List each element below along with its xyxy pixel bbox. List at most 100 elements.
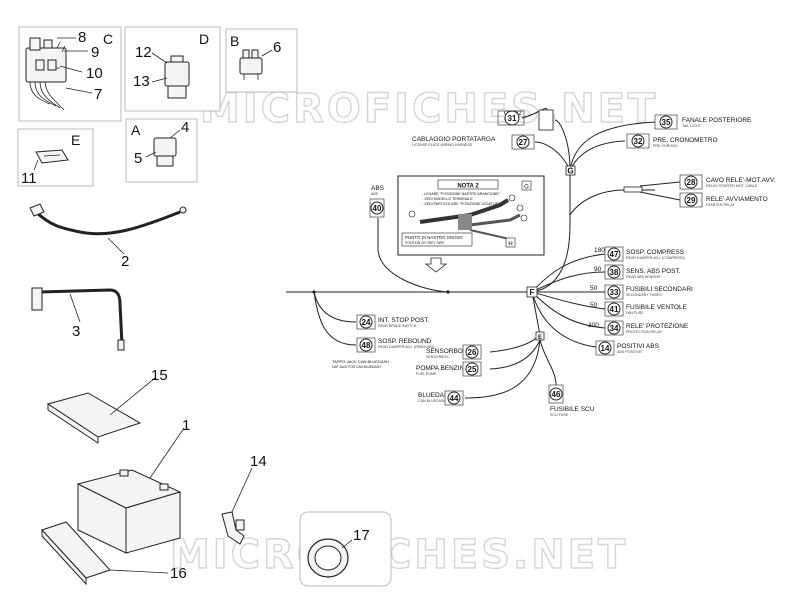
connector-44-sub: CAN BLUEDASH (418, 399, 446, 403)
connector-26-number: 26 (468, 348, 477, 357)
connector-26: SENSORBOX SENSORBOX 26 (426, 344, 482, 360)
connector-29-label: RELE' AVVIAMENTO (706, 196, 768, 203)
note-title: NOTA 2 (457, 184, 479, 190)
box-a: A 4 5 (125, 118, 198, 183)
part-label-14: 14 (250, 453, 267, 470)
connector-47-number: 47 (610, 250, 619, 259)
connector-28-label: CAVO RELE'-MOT.AVV. (706, 177, 776, 184)
part-label-1: 1 (182, 417, 190, 434)
connector-46: 46 FUSIBILE SCU SCU FUSE (548, 384, 595, 417)
connector-44-label: BLUEDASH (418, 392, 453, 399)
box-b-letter: B (230, 33, 239, 49)
note-line-1: - LEGARE "POSIZIONE NASTRO ARANCIONE" (422, 192, 501, 196)
cable-2: 2 (29, 203, 187, 270)
connector-28-sub: RELAY-STARTER MOT. CABLE (706, 184, 758, 188)
connector-27-number: 27 (519, 138, 528, 147)
fuse-illustration (35, 149, 69, 164)
note-h-box: H (508, 242, 512, 248)
watermark-bottom: MICROFICHES.NET (170, 532, 628, 578)
connector-29: 29 RELE' AVVIAMENTO STARTER RELAY (679, 192, 768, 208)
connector-48: 48 SOSP. REBOUND REAR DAMPER ADJ. (REBOU… (356, 337, 434, 353)
part-label-10: 10 (86, 65, 103, 82)
pad-15: 15 (46, 367, 168, 444)
connector-14-label: POSITIVI ABS (617, 343, 660, 350)
node-e: E (538, 335, 542, 341)
connector-a-illustration (153, 137, 177, 167)
connector-46-sub: SCU FUSE (550, 413, 569, 417)
connector-32-number: 32 (634, 137, 643, 146)
connector-25: POMPA BENZINA FUEL PUMP 25 (416, 361, 482, 377)
node-g: G (567, 167, 573, 176)
connector-27-label: CABLAGGIO PORTATARGA (412, 136, 496, 143)
note-tape-sub: POSITION OF GREY TAPE (405, 241, 444, 245)
part-label-13: 13 (133, 73, 150, 90)
down-arrow-icon (424, 257, 448, 273)
length-50b: 50 (590, 302, 598, 309)
fuse-box-illustration (25, 37, 67, 111)
connector-26-sub: SENSORBOX (426, 355, 449, 359)
connector-48-sub: REAR DAMPER ADJ. (REBOUND) (378, 345, 434, 349)
length-90: 90 (594, 266, 602, 273)
connector-41-label: FUSIBILE VENTOLE (626, 304, 688, 311)
connector-35: 35 FANALE POSTERIORE TAIL LIGHT (654, 114, 752, 130)
box-c: C 8 9 10 7 (18, 26, 122, 122)
box-17: 17 (299, 511, 392, 587)
wiring-harness: G F E 180 90 50 50 300 (286, 108, 681, 399)
pad-16: 16 (41, 521, 187, 586)
connector-38: 38 SENS. ABS POST. REAR ABS SENSOR (604, 264, 681, 280)
connector-40-sub: ABS (371, 192, 379, 196)
note-g-box: G (524, 185, 529, 191)
box-c-letter: C (103, 31, 113, 47)
connector-26-label: SENSORBOX (426, 348, 468, 355)
battery-1: 1 (76, 417, 190, 554)
connector-27: CABLAGGIO PORTATARGA LICENSE PLATE WIRIN… (412, 134, 535, 150)
connector-41: 41 FUSIBILE VENTOLE FAN FUSE (604, 301, 688, 317)
part-label-7: 7 (94, 86, 102, 103)
connector-40: ABS ABS 40 (369, 185, 385, 218)
connector-33-number: 33 (610, 288, 619, 297)
part-label-6: 6 (273, 39, 281, 56)
connector-33-label: FUSIBILI SECONDARI (626, 286, 693, 293)
connector-46-number: 46 (552, 390, 561, 399)
connector-28-number: 28 (687, 178, 696, 187)
box-b: B 6 (225, 28, 298, 93)
cable-3: 3 (31, 287, 125, 351)
part-label-3: 3 (72, 323, 80, 340)
note-line-3: - VEDI PARTICOLARE "POSIZIONE LEGATURA" (422, 202, 503, 206)
part-label-2: 2 (121, 253, 129, 270)
connector-29-sub: STARTER RELAY (706, 203, 736, 207)
connector-24-sub: REAR BRAKE SWITCH (378, 324, 417, 328)
part-label-16: 16 (170, 565, 187, 582)
length-180: 180 (594, 247, 605, 254)
length-300: 300 (588, 322, 599, 329)
connector-35-label: FANALE POSTERIORE (682, 117, 752, 124)
connector-32: 32 PRE. CRONOMETRO PRE-CHRONO (626, 133, 718, 149)
connector-41-sub: FAN FUSE (626, 311, 644, 315)
node-f: F (530, 288, 535, 297)
connector-34-label: RELE' PROTEZIONE (626, 323, 689, 330)
box-e: E 11 (17, 128, 94, 187)
connector-32-sub: PRE-CHRONO (653, 144, 678, 148)
box-d-letter: D (199, 31, 209, 47)
connector-48-label: SOSP. REBOUND (378, 338, 432, 345)
connector-24: 24 INT. STOP POST. REAR BRAKE SWITCH (356, 314, 430, 330)
connector-38-sub: REAR ABS SENSOR (626, 275, 661, 279)
part-label-15: 15 (151, 367, 168, 384)
connector-40-number: 40 (373, 204, 382, 213)
tapping-note-line-1: TAPPO-JACK CAN BLUEDASH (332, 359, 389, 364)
connector-25-number: 25 (468, 365, 477, 374)
clip-14: 14 (221, 453, 267, 545)
note-tape-label: PUNTO DI NASTRO GRIGIO (405, 235, 463, 240)
part-label-11: 11 (21, 170, 37, 187)
connector-14-number: 14 (601, 344, 610, 353)
connector-38-label: SENS. ABS POST. (626, 268, 681, 275)
length-50a: 50 (590, 285, 598, 292)
connector-34-number: 34 (610, 324, 619, 333)
part-label-4: 4 (181, 119, 189, 136)
connector-47-sub: REAR DAMPER ADJ. (COMPRESS) (626, 256, 685, 260)
connector-33-sub: SECONDARY FUSES (626, 293, 662, 297)
connector-38-number: 38 (610, 268, 619, 277)
connector-29-number: 29 (687, 196, 696, 205)
note-line-2: - VEDI MODELLO TERMINALE (422, 197, 473, 201)
